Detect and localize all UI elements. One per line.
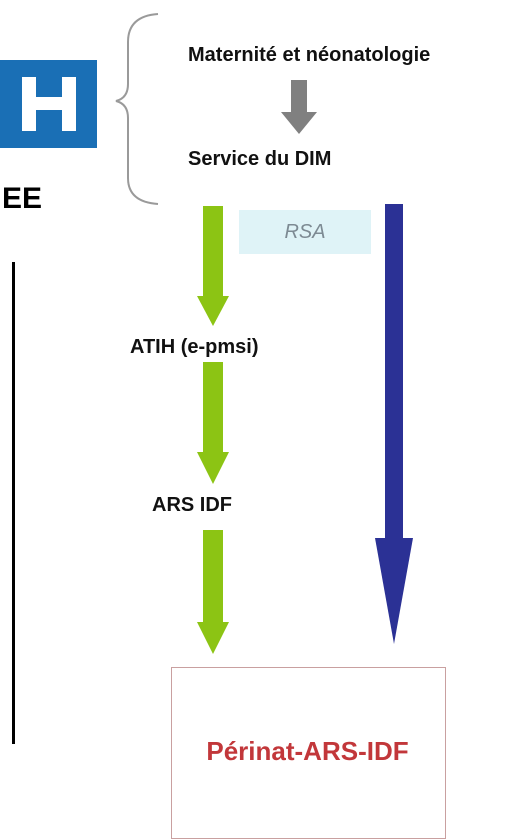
atih-node-label: ATIH (e-pmsi) xyxy=(130,336,259,358)
hospital-h-icon xyxy=(0,60,97,148)
destination-label: Périnat-ARS-IDF xyxy=(206,736,409,766)
left-cropped-label: EE xyxy=(2,182,43,215)
rsa-label-box: RSA xyxy=(239,210,371,254)
group-brace xyxy=(115,13,159,205)
blue-direct-arrow xyxy=(375,204,413,644)
destination-box xyxy=(171,667,446,839)
gray-down-arrow xyxy=(281,80,317,134)
rsa-label: RSA xyxy=(284,220,326,243)
ars-node-label: ARS IDF xyxy=(152,494,232,516)
service-label: Service du DIM xyxy=(188,148,332,170)
source-label: Maternité et néonatologie xyxy=(188,44,431,66)
left-border-line xyxy=(12,262,15,744)
green-arrow-to-destination xyxy=(197,530,229,654)
green-arrow-to-ars xyxy=(197,362,229,484)
green-arrow-to-atih xyxy=(197,206,229,326)
h-letter-icon xyxy=(21,77,76,131)
